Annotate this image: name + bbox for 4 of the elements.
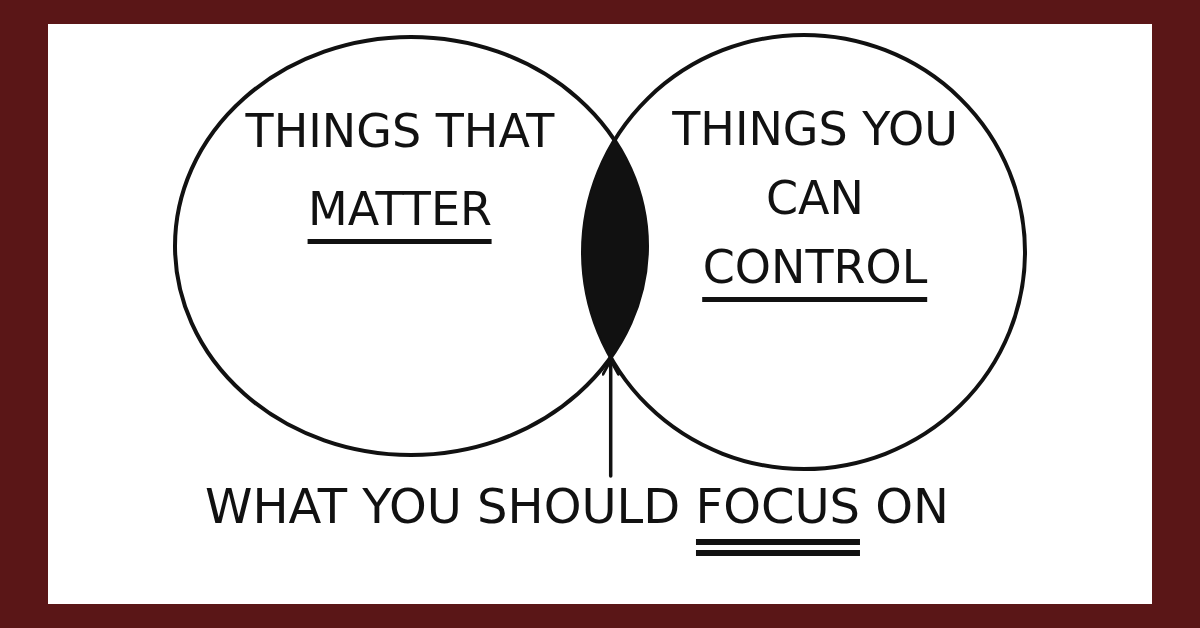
circle-label: THINGS THAT MATTER	[245, 92, 555, 249]
annotation-text: WHAT YOU SHOULD FOCUS ON	[205, 478, 949, 556]
arrow	[601, 358, 620, 478]
circle-label: THINGS YOU CAN CONTROL	[672, 95, 958, 302]
